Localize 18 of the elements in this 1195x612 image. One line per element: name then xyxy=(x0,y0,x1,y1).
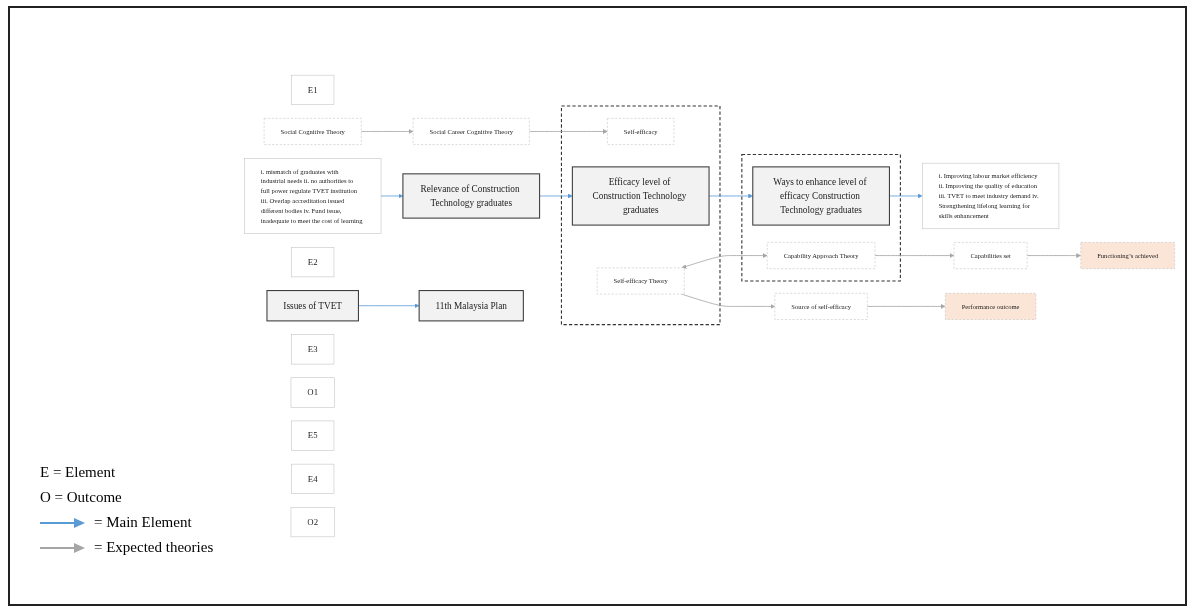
node-box: Ways to enhance level of efficacy Construction Technology graduates xyxy=(752,166,890,226)
node-box: O2 xyxy=(290,507,335,538)
node-box: Efficacy level of Construction Technology graduates xyxy=(571,166,710,226)
node-box: O1 xyxy=(290,377,335,408)
node-box: E3 xyxy=(291,334,335,365)
node-box: E4 xyxy=(291,463,335,494)
node-box: Issues of TVET xyxy=(266,290,359,322)
cluster xyxy=(560,105,721,326)
node-box: E2 xyxy=(291,247,335,278)
legend-text: E = Element xyxy=(40,464,116,481)
node-box: E1 xyxy=(291,74,335,105)
node-box: E5 xyxy=(291,420,335,451)
legend-text: = Expected theories xyxy=(94,539,214,556)
node-box: Relevance of Construction Technology graduates xyxy=(402,173,541,219)
legend-text: O = Outcome xyxy=(40,489,122,506)
legend-text: = Main Element xyxy=(94,514,192,531)
node-box: 11th Malaysia Plan xyxy=(418,290,524,322)
cluster xyxy=(741,154,901,282)
